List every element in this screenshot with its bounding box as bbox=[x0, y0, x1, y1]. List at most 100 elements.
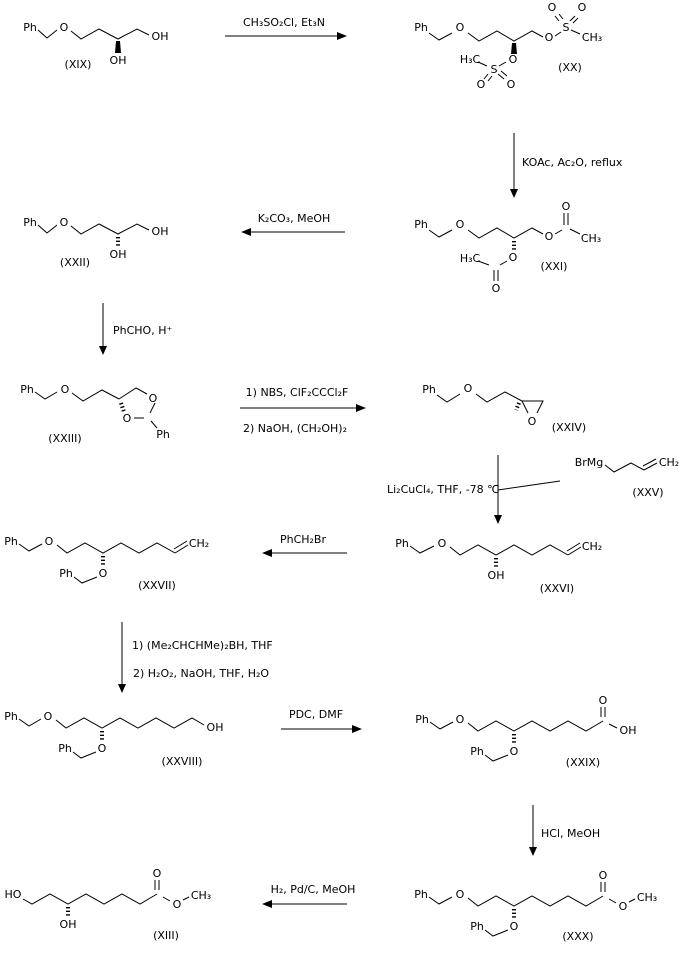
structure-xxviii: Ph O OH O Ph (XXVIII) bbox=[4, 710, 223, 768]
xxix-ph-2: Ph bbox=[470, 745, 484, 758]
arrow-head bbox=[529, 847, 537, 856]
xxi-o-link: O bbox=[509, 251, 518, 264]
structure-xxx: Ph O O O CH₃ O Ph (XXX) bbox=[414, 869, 657, 943]
reagent-step6-label: Li₂CuCl₄, THF, -78 ℃ bbox=[387, 483, 500, 496]
structure-xxii: Ph O OH OH (XXII) bbox=[23, 216, 168, 269]
compound-label-xxvii: (XXVII) bbox=[138, 579, 176, 592]
xxix-o-benzyl: O bbox=[510, 745, 519, 758]
xxviii-oh: OH bbox=[207, 721, 224, 734]
xxx-o-carbonyl: O bbox=[599, 869, 608, 882]
xx-o-sulfonyl-4: O bbox=[507, 78, 516, 91]
compound-label-xxix: (XXIX) bbox=[566, 756, 600, 769]
xiii-ch3: CH₃ bbox=[191, 889, 211, 902]
xx-ch3: CH₃ bbox=[582, 31, 602, 44]
xxviii-ph: Ph bbox=[4, 710, 18, 723]
xxiv-o: O bbox=[464, 382, 473, 395]
xxv-ch2: CH₂ bbox=[659, 456, 679, 469]
xxi-o-carbonyl-2: O bbox=[492, 282, 501, 295]
xxvi-oh: OH bbox=[488, 569, 505, 582]
xx-s: S bbox=[563, 21, 570, 34]
xx-o-link: O bbox=[509, 53, 518, 66]
arrow-head bbox=[356, 404, 366, 412]
xxvi-ch2: CH₂ bbox=[582, 540, 602, 553]
xxi-o-carbonyl: O bbox=[562, 200, 571, 213]
reagent-step1-label: CH₃SO₂Cl, Et₃N bbox=[243, 16, 325, 29]
compound-label-xxviii: (XXVIII) bbox=[162, 755, 203, 768]
structure-xxiv: Ph O O (XXIV) bbox=[422, 382, 586, 434]
xxviii-ph-2: Ph bbox=[58, 742, 72, 755]
xxvii-o-benzyl: O bbox=[99, 567, 108, 580]
xxiii-ring-o-left: O bbox=[123, 412, 132, 425]
compound-label-xxv: (XXV) bbox=[632, 486, 663, 499]
arrow-branch-line bbox=[497, 480, 561, 491]
xiii-o-ester: O bbox=[173, 898, 182, 911]
reagent-step10-label: HCl, MeOH bbox=[541, 827, 600, 840]
xxx-o: O bbox=[456, 888, 465, 901]
xxix-ph: Ph bbox=[415, 713, 429, 726]
reagent-step9-label: PDC, DMF bbox=[289, 708, 343, 721]
reaction-arrow-step5: 1) NBS, ClF₂CCCl₂F 2) NaOH, (CH₂OH)₂ bbox=[240, 386, 366, 435]
xxiii-ph: Ph bbox=[20, 383, 34, 396]
arrow-head bbox=[337, 32, 347, 40]
reagent-step5-line1: 1) NBS, ClF₂CCCl₂F bbox=[246, 386, 349, 399]
xxvii-o: O bbox=[45, 535, 54, 548]
xxix-oh: OH bbox=[620, 724, 637, 737]
xxx-o-ester: O bbox=[619, 900, 628, 913]
reaction-arrow-step2: KOAc, Ac₂O, reflux bbox=[510, 133, 623, 198]
reaction-arrow-step8: 1) (Me₂CHCHMe)₂BH, THF 2) H₂O₂, NaOH, TH… bbox=[118, 622, 273, 693]
compound-label-xxx: (XXX) bbox=[562, 930, 593, 943]
xxi-h3c: H₃C bbox=[460, 252, 481, 265]
structure-xxi: Ph O O O CH₃ O H₃C O (XXI) bbox=[414, 200, 601, 295]
structure-xxvii: Ph O O Ph CH₂ (XXVII) bbox=[4, 535, 209, 592]
arrow-head bbox=[510, 189, 518, 198]
arrow-head bbox=[262, 549, 272, 557]
xxx-o-benzyl: O bbox=[510, 920, 519, 933]
reaction-arrow-step9: PDC, DMF bbox=[281, 708, 362, 733]
xx-s2: S bbox=[491, 63, 498, 76]
reaction-arrow-step7: PhCH₂Br bbox=[262, 533, 347, 557]
compound-label-xiii: (XIII) bbox=[153, 929, 179, 942]
xxiii-ring-o-right: O bbox=[149, 392, 158, 405]
structure-xxix: Ph O O OH O Ph (XXIX) bbox=[415, 694, 636, 769]
xxviii-o-benzyl: O bbox=[98, 742, 107, 755]
xxvii-ph-2: Ph bbox=[59, 567, 73, 580]
xxv-brmg: BrMg bbox=[575, 456, 604, 469]
xxiii-o: O bbox=[61, 383, 70, 396]
xiii-o-carbonyl: O bbox=[153, 867, 162, 880]
bold-wedge-bond bbox=[115, 41, 121, 53]
xix-oh-right: OH bbox=[152, 30, 169, 43]
xix-o: O bbox=[60, 21, 69, 34]
xx-o: O bbox=[456, 21, 465, 34]
xxi-ph: Ph bbox=[414, 218, 428, 231]
xxvii-ch2: CH₂ bbox=[189, 537, 209, 550]
reagent-step7-label: PhCH₂Br bbox=[280, 533, 327, 546]
arrow-head bbox=[241, 228, 251, 236]
xxi-o-ester: O bbox=[545, 230, 554, 243]
reaction-arrow-step1: CH₃SO₂Cl, Et₃N bbox=[225, 16, 347, 40]
xxx-ph: Ph bbox=[414, 888, 428, 901]
xix-oh-bottom: OH bbox=[110, 54, 127, 67]
reaction-arrow-step10: HCl, MeOH bbox=[529, 805, 600, 856]
xix-ph: Ph bbox=[23, 21, 37, 34]
compound-label-xxiii: (XXIII) bbox=[48, 432, 81, 445]
xx-o-sulfonyl-3: O bbox=[477, 78, 486, 91]
xxii-ph: Ph bbox=[23, 216, 37, 229]
xxii-o: O bbox=[60, 216, 69, 229]
xxvi-ph: Ph bbox=[395, 537, 409, 550]
arrow-head bbox=[99, 346, 107, 355]
arrow-head bbox=[262, 900, 272, 908]
compound-label-xx: (XX) bbox=[558, 61, 582, 74]
reagent-step8-line2: 2) H₂O₂, NaOH, THF, H₂O bbox=[133, 667, 269, 680]
hashed-stereo-bond bbox=[514, 402, 521, 411]
structure-xiii: HO OH O O CH₃ (XIII) bbox=[5, 867, 212, 942]
xxvii-ph: Ph bbox=[4, 535, 18, 548]
structure-xix: Ph O OH OH (XIX) bbox=[23, 21, 168, 71]
compound-label-xxi: (XXI) bbox=[541, 260, 568, 273]
reagent-step11-label: H₂, Pd/C, MeOH bbox=[271, 883, 356, 896]
arrow-head bbox=[352, 725, 362, 733]
structure-xxiii: Ph O O O Ph (XXIII) bbox=[20, 383, 170, 445]
xx-o-sulfonyl-1: O bbox=[548, 1, 557, 14]
xxiv-epoxide-o: O bbox=[528, 415, 537, 428]
xxx-ch3: CH₃ bbox=[637, 891, 657, 904]
